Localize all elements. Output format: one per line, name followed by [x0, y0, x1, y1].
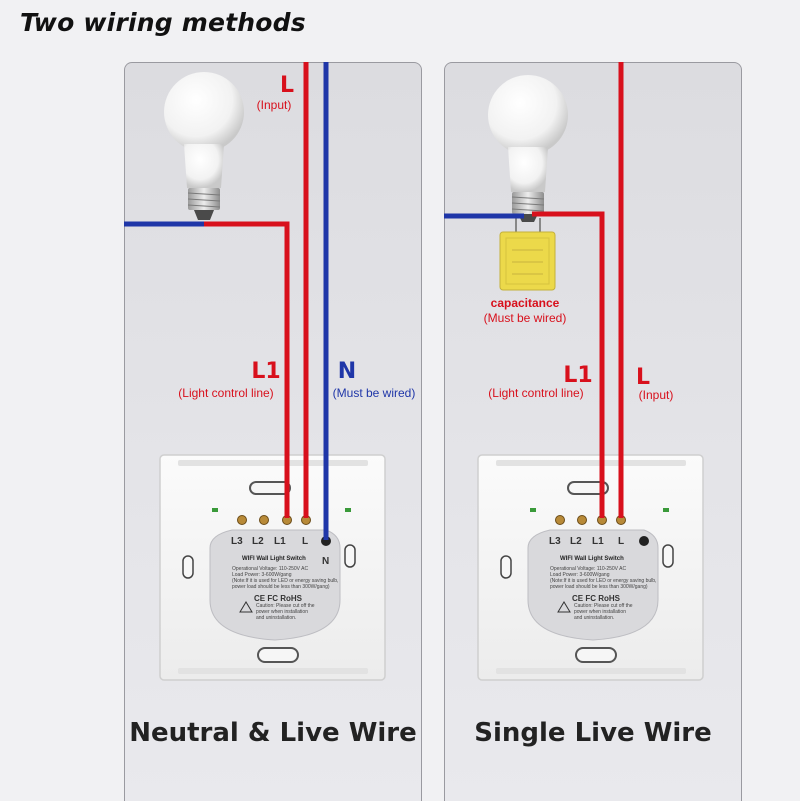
switch-module	[477, 454, 704, 681]
panel-caption: Neutral & Live Wire	[129, 718, 417, 748]
live-label: L	[279, 73, 295, 98]
terminal-label: L1	[592, 536, 604, 547]
neutral-label: N	[337, 359, 357, 384]
spec-text: Load Power: 3-600W/gang	[550, 572, 610, 578]
spec-text: Operational Voltage: 110-250V AC	[550, 566, 627, 572]
terminal-label: L3	[231, 536, 243, 547]
terminal-label: L	[302, 536, 309, 547]
spec-text: (Note:If it is used for LED or energy sa…	[550, 578, 657, 584]
terminal-label: L	[618, 536, 625, 547]
live-wire	[532, 62, 624, 518]
light-control-label: L1	[251, 359, 281, 384]
live-sublabel: (Input)	[638, 388, 674, 402]
live-wire	[204, 62, 309, 518]
terminal-label: N	[322, 556, 330, 567]
caution-text: Caution: Please cut off the power when i…	[256, 603, 315, 621]
switch-name: WIFI Wall Light Switch	[560, 556, 624, 562]
light-bulb	[164, 72, 244, 220]
terminal-label: L2	[252, 536, 264, 547]
spec-text: power load should be less than 300W/gang…	[550, 584, 648, 590]
light-control-label: L1	[563, 363, 593, 388]
capacitance-label: capacitance	[490, 296, 560, 310]
neutral-sublabel: (Must be wired)	[332, 386, 416, 400]
capacitance-sublabel: (Must be wired)	[483, 311, 567, 325]
neutral-wire	[124, 62, 329, 540]
panel-caption: Single Live Wire	[474, 718, 712, 748]
switch-module	[159, 454, 386, 681]
certification-marks: CE FC RoHS	[572, 594, 620, 603]
certification-marks: CE FC RoHS	[254, 594, 302, 603]
switch-name: WIFI Wall Light Switch	[242, 556, 306, 562]
capacitor	[499, 218, 556, 291]
light-control-sublabel: (Light control line)	[178, 386, 274, 400]
live-sublabel: (Input)	[256, 98, 292, 112]
live-label: L	[635, 365, 651, 390]
spec-text: (Note:If it is used for LED or energy sa…	[232, 578, 339, 584]
caution-text: Caution: Please cut off the power when i…	[574, 603, 633, 621]
terminal-label: L2	[570, 536, 582, 547]
terminal-label: L1	[274, 536, 286, 547]
light-control-sublabel: (Light control line)	[488, 386, 584, 400]
spec-text: power load should be less than 300W/gang…	[232, 584, 330, 590]
spec-text: Operational Voltage: 110-250V AC	[232, 566, 309, 572]
page-title: Two wiring methods	[20, 8, 306, 37]
light-bulb	[488, 75, 568, 222]
terminal-label: L3	[549, 536, 561, 547]
spec-text: Load Power: 3-600W/gang	[232, 572, 292, 578]
